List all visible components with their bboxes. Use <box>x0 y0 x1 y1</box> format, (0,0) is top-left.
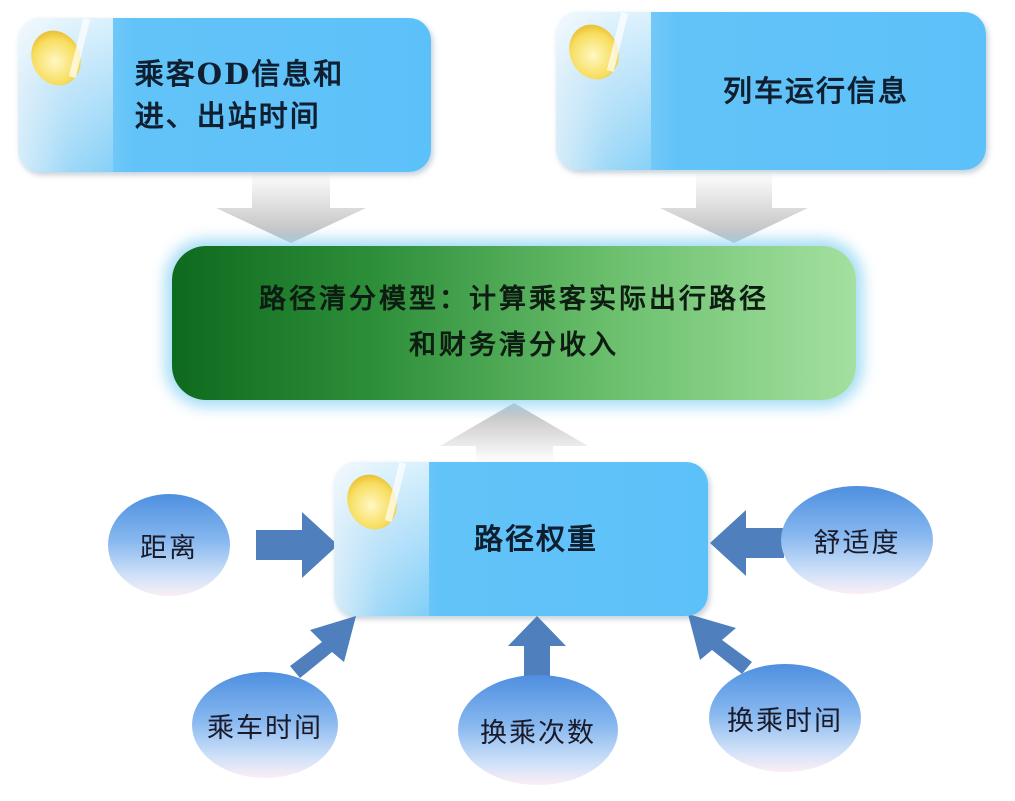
model-line-2: 和财务清分收入 <box>409 330 619 361</box>
train-info-box: 列车运行信息 <box>556 12 986 170</box>
factor-ride-time: 乘车时间 <box>192 672 338 778</box>
arrow-od-to-model <box>216 172 366 243</box>
train-info-text: 列车运行信息 <box>722 74 909 108</box>
od-info-line-1: 乘客OD信息和 <box>134 57 345 91</box>
factor-transfer-time: 换乘时间 <box>709 664 861 772</box>
factor-distance: 距离 <box>108 494 230 596</box>
arrow-transfer-count <box>508 616 566 676</box>
arrow-comfort <box>710 510 784 576</box>
od-info-text: 乘客OD信息和 进、出站时间 <box>135 53 344 137</box>
od-info-box: 乘客OD信息和 进、出站时间 <box>18 18 431 172</box>
od-info-line-2: 进、出站时间 <box>134 99 321 133</box>
arrow-distance <box>256 512 338 578</box>
arrow-ride-time <box>290 616 356 678</box>
arrow-train-to-model <box>660 172 808 243</box>
arrow-weight-to-model <box>440 403 588 462</box>
factor-comfort: 舒适度 <box>781 486 933 594</box>
arrow-transfer-time <box>688 614 752 674</box>
path-weight-box: 路径权重 <box>334 462 708 616</box>
path-weight-text: 路径权重 <box>473 522 598 556</box>
routing-model-box: 路径清分模型：计算乘客实际出行路径 和财务清分收入 <box>172 246 856 400</box>
factor-transfer-count: 换乘次数 <box>458 675 618 785</box>
model-line-1: 路径清分模型：计算乘客实际出行路径 <box>259 284 769 315</box>
